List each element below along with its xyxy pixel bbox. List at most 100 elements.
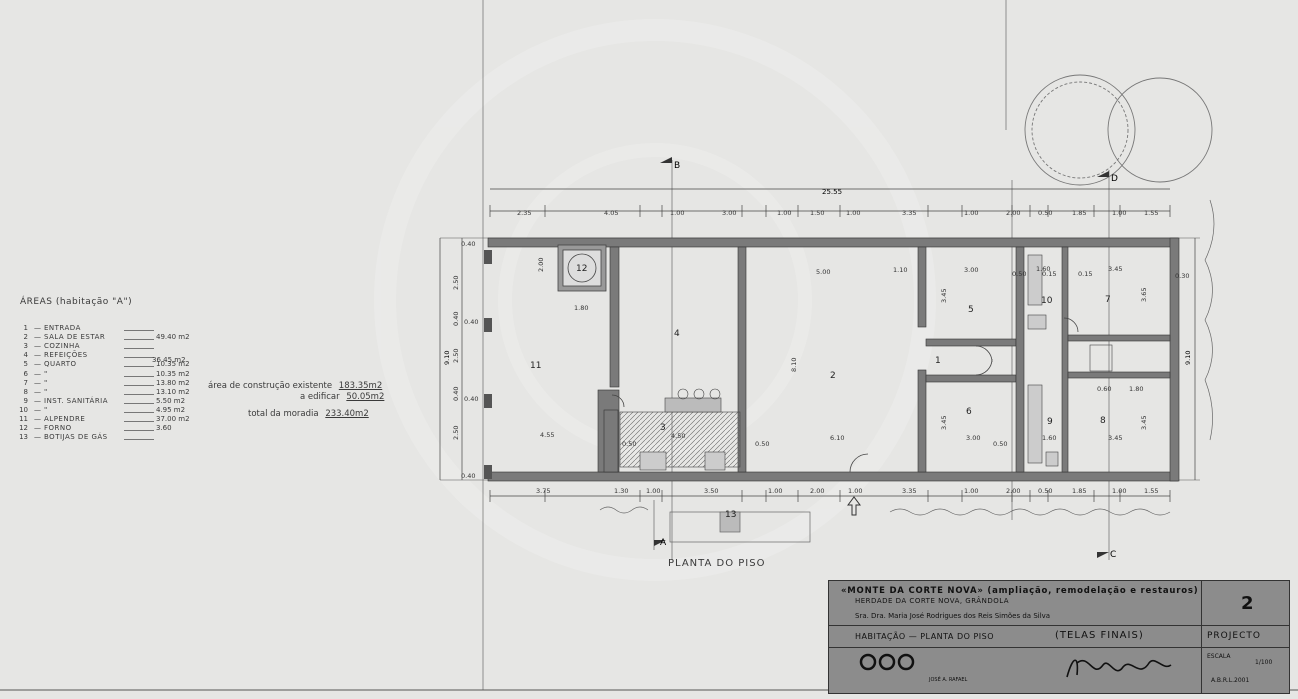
- area-value: 10.35 m2: [156, 369, 190, 378]
- svg-text:0.40: 0.40: [461, 240, 475, 248]
- tree-sketches: [1024, 74, 1213, 186]
- dimension-label: 3.35: [902, 209, 916, 217]
- total-existing-value: 183.35m2: [338, 381, 383, 391]
- svg-text:8.10: 8.10: [790, 358, 798, 372]
- dimension-label: 0.40: [452, 312, 460, 326]
- porch-posts: [484, 250, 492, 479]
- area-dash: —: [34, 324, 41, 332]
- room-11: 11: [530, 361, 541, 371]
- area-dash: —: [34, 342, 41, 351]
- dimension-label: 4.05: [604, 209, 618, 217]
- area-dash: —: [34, 424, 41, 433]
- project-location: HERDADE DA CORTE NOVA, GRÂNDOLA: [855, 597, 1010, 605]
- area-dash: —: [34, 360, 41, 369]
- area-number: 2: [23, 333, 28, 342]
- right-total-dim: 9.10: [1184, 351, 1192, 365]
- total-to-build-value: 50.05m2: [346, 392, 385, 402]
- area-row: 7—"13.80 m2: [14, 379, 434, 391]
- svg-text:1.60: 1.60: [1036, 265, 1050, 273]
- room-10: 10: [1041, 296, 1053, 306]
- room-5: 5: [968, 305, 974, 315]
- leader-line: [124, 339, 154, 341]
- leader-line: [124, 439, 154, 441]
- dimension-label: 0.50: [1038, 209, 1052, 217]
- dimension-label: 2.50: [452, 426, 460, 440]
- area-dash: —: [34, 369, 41, 378]
- landscaping: [599, 199, 1215, 543]
- dimension-label: 1.00: [670, 209, 684, 217]
- area-number: 12: [19, 424, 28, 433]
- drawing-status: (TELAS FINAIS): [1055, 630, 1144, 641]
- dimension-lines: [439, 188, 1196, 497]
- area-number: 13: [19, 433, 28, 442]
- overall-dimension: 25.55: [822, 188, 842, 196]
- bathroom-fixtures: [1027, 254, 1113, 467]
- svg-text:0.50: 0.50: [1012, 270, 1026, 278]
- leader-line: [124, 393, 154, 395]
- room-4: 4: [674, 329, 680, 339]
- dimension-label: 3.35: [902, 487, 916, 495]
- title-block: «MONTE DA CORTE NOVA» (ampliação, remode…: [828, 580, 1290, 694]
- area-label: INST. SANITÁRIA: [44, 396, 109, 405]
- dimension-label: 1.00: [768, 487, 782, 495]
- svg-text:0.40: 0.40: [464, 395, 478, 403]
- dimension-label: 1.00: [846, 209, 860, 217]
- dimension-label: 1.00: [848, 487, 862, 495]
- room-2: 2: [830, 371, 836, 381]
- svg-text:0.50: 0.50: [622, 440, 636, 448]
- area-label: FORNO: [44, 424, 72, 433]
- area-label: QUARTO: [44, 360, 77, 369]
- left-total-dim: 9.10: [443, 351, 451, 365]
- svg-text:1.10: 1.10: [893, 266, 907, 274]
- area-value: 5.50 m2: [156, 396, 186, 405]
- total-house-label: total da moradia: [248, 409, 319, 419]
- leader-line: [124, 375, 154, 377]
- drawing-date: A.B.R.L.2001: [1211, 677, 1250, 684]
- room-1: 1: [935, 356, 941, 366]
- area-label: SALA DE ESTAR: [44, 333, 106, 342]
- total-house-value: 233.40m2: [325, 409, 369, 419]
- area-dash: —: [34, 333, 41, 342]
- dimension-label: 1.50: [810, 209, 824, 217]
- svg-text:0.15: 0.15: [1078, 270, 1092, 278]
- section-marker-c: C: [1110, 550, 1116, 560]
- plan-title: PLANTA DO PISO: [668, 558, 766, 569]
- room-12: 12: [576, 264, 587, 274]
- svg-text:3.00: 3.00: [966, 434, 980, 442]
- project-name: «MONTE DA CORTE NOVA» (ampliação, remode…: [841, 586, 1199, 596]
- office-logo-icon: [859, 653, 915, 671]
- leader-line: [124, 411, 154, 413]
- svg-text:2.00: 2.00: [537, 258, 545, 272]
- svg-text:3.45: 3.45: [1108, 434, 1122, 442]
- area-value: 13.80 m2: [156, 378, 190, 387]
- dimension-label: 2.50: [452, 276, 460, 290]
- room-6: 6: [966, 407, 972, 417]
- area-number: 11: [19, 415, 28, 423]
- area-label: ENTRADA: [44, 324, 81, 332]
- svg-text:0.50: 0.50: [993, 440, 1007, 448]
- area-number: 1: [23, 324, 28, 332]
- total-house: total da moradia 233.40m2: [248, 409, 369, 419]
- client-name: Sra. Dra. Maria José Rodrigues dos Reis …: [855, 612, 1051, 620]
- svg-text:0.40: 0.40: [464, 318, 478, 326]
- area-number: 9: [23, 396, 28, 405]
- oven: [557, 244, 607, 292]
- area-number: 7: [23, 378, 28, 387]
- leader-line: [124, 357, 154, 359]
- area-label: ALPENDRE: [44, 415, 86, 423]
- area-row: 1 —ENTRADA: [14, 324, 434, 336]
- area-row: 13—BOTIJAS DE GÁS: [14, 433, 434, 445]
- room-7: 7: [1105, 295, 1111, 305]
- signature-icon: [1066, 659, 1172, 678]
- dimension-label: 1.00: [1112, 487, 1126, 495]
- dimension-label: 3.00: [722, 209, 736, 217]
- area-row: 4—REFEIÇÕES: [14, 351, 434, 363]
- svg-text:3.45: 3.45: [1108, 265, 1122, 273]
